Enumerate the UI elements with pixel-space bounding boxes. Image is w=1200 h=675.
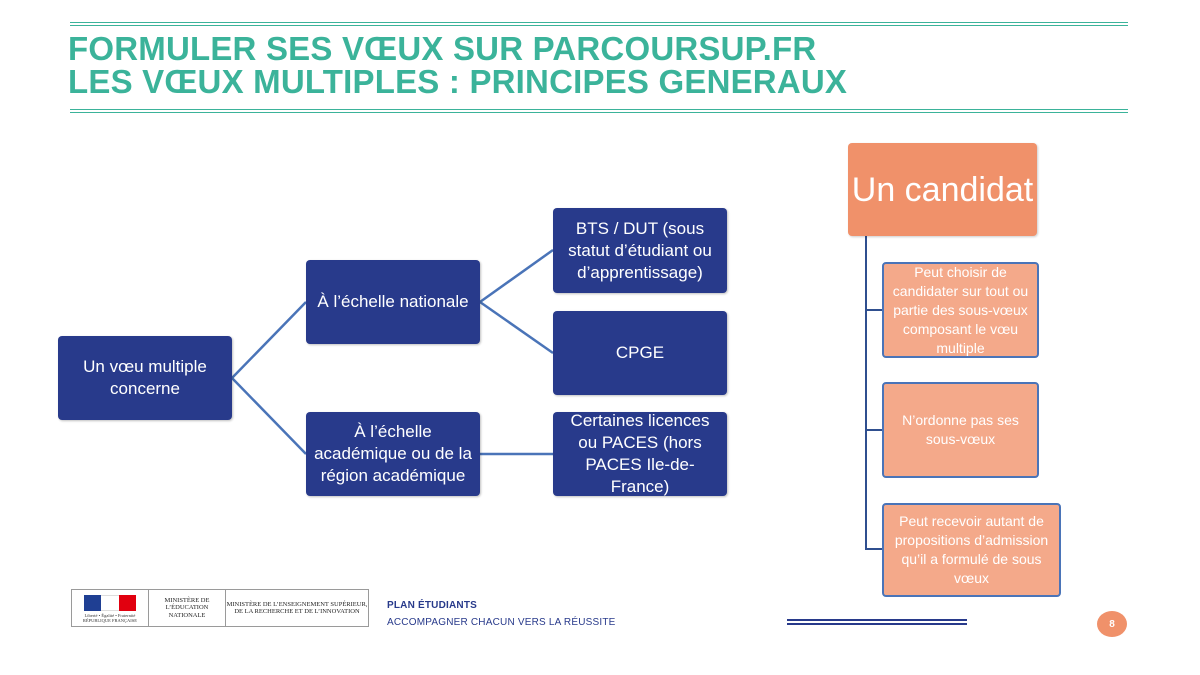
candidate-rule-3: Peut recevoir autant de propositions d’a…	[882, 503, 1061, 597]
republique-francaise-logo: Liberté • Égalité • Fraternité RÉPUBLIQU…	[72, 590, 149, 626]
connector-root-national	[231, 301, 307, 379]
republique-francaise-caption: Liberté • Égalité • Fraternité RÉPUBLIQU…	[82, 613, 138, 623]
connector-national-bts	[479, 248, 554, 304]
connector-root-academic	[231, 377, 307, 455]
footer-decorative-lines	[787, 619, 967, 627]
ministry-logo-block: Liberté • Égalité • Fraternité RÉPUBLIQU…	[71, 589, 369, 627]
candidate-tree-branch-3	[865, 548, 883, 550]
node-voeu-multiple: Un vœu multiple concerne	[58, 336, 232, 420]
node-licences-paces: Certaines licences ou PACES (hors PACES …	[553, 411, 727, 496]
french-flag-icon	[84, 595, 136, 611]
node-cpge: CPGE	[553, 311, 727, 395]
slide-title-line2: LES VŒUX MULTIPLES : PRINCIPES GENERAUX	[68, 63, 848, 100]
candidate-tree-trunk	[865, 236, 867, 549]
candidate-rule-1: Peut choisir de candidater sur tout ou p…	[882, 262, 1039, 358]
page-number-badge: 8	[1097, 611, 1127, 637]
node-bts-dut: BTS / DUT (sous statut d’étudiant ou d’a…	[553, 208, 727, 293]
title-top-rule	[70, 22, 1128, 27]
ministry-higher-ed-label: MINISTÈRE DE L’ENSEIGNEMENT SUPÉRIEUR, D…	[226, 600, 368, 616]
candidate-rule-2: N’ordonne pas ses sous-vœux	[882, 382, 1039, 478]
plan-etudiants-subtitle: ACCOMPAGNER CHACUN VERS LA RÉUSSITE	[387, 617, 616, 628]
candidate-tree-branch-1	[865, 309, 883, 311]
node-echelle-nationale: À l’échelle nationale	[306, 260, 480, 344]
plan-etudiants-title: PLAN ÉTUDIANTS	[387, 600, 478, 611]
ministry-education-label: MINISTÈRE DE L’ÉDUCATION NATIONALE	[149, 590, 226, 626]
connector-national-cpge	[479, 300, 554, 355]
slide-title-line1: FORMULER SES VŒUX SUR PARCOURSUP.FR	[68, 30, 817, 67]
node-echelle-academique: À l’échelle académique ou de la région a…	[306, 412, 480, 496]
slide-title: FORMULER SES VŒUX SUR PARCOURSUP.FR LES …	[68, 32, 1148, 98]
candidate-header-box: Un candidat	[848, 143, 1037, 236]
title-bottom-rule	[70, 109, 1128, 114]
candidate-tree-branch-2	[865, 429, 883, 431]
